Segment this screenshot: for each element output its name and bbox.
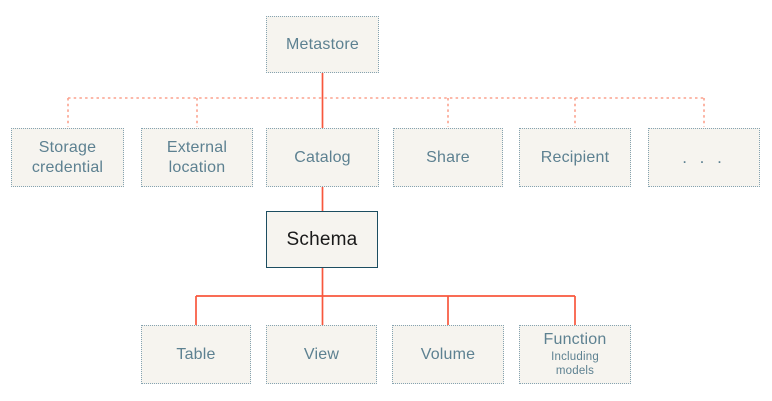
node-external-location: External location [141,128,253,187]
node-schema-label: Schema [286,228,358,250]
solid-connector-group [195,73,576,325]
node-function-sublabel: Including models [551,351,599,377]
node-share-label: Share [426,148,470,166]
node-volume-label: Volume [420,345,476,363]
node-ellipsis: . . . [648,128,760,187]
node-function-label: Function [543,331,607,349]
node-metastore: Metastore [266,16,379,73]
node-volume: Volume [392,325,504,384]
node-recipient: Recipient [519,128,631,187]
dashed-connector-group [67,97,705,127]
node-table-label: Table [176,345,216,363]
node-view-label: View [303,345,340,363]
node-view: View [266,325,377,384]
node-schema: Schema [266,211,378,268]
node-catalog: Catalog [266,128,379,187]
node-share: Share [393,128,503,187]
node-recipient-label: Recipient [540,148,610,166]
node-storage-credential-label: Storage credential [31,138,104,176]
node-catalog-label: Catalog [294,148,351,166]
node-external-location-label: External location [166,138,228,176]
node-function: Function Including models [519,325,631,384]
node-metastore-label: Metastore [286,35,359,53]
node-storage-credential: Storage credential [11,128,124,187]
node-ellipsis-label: . . . [682,147,726,167]
node-table: Table [141,325,251,384]
